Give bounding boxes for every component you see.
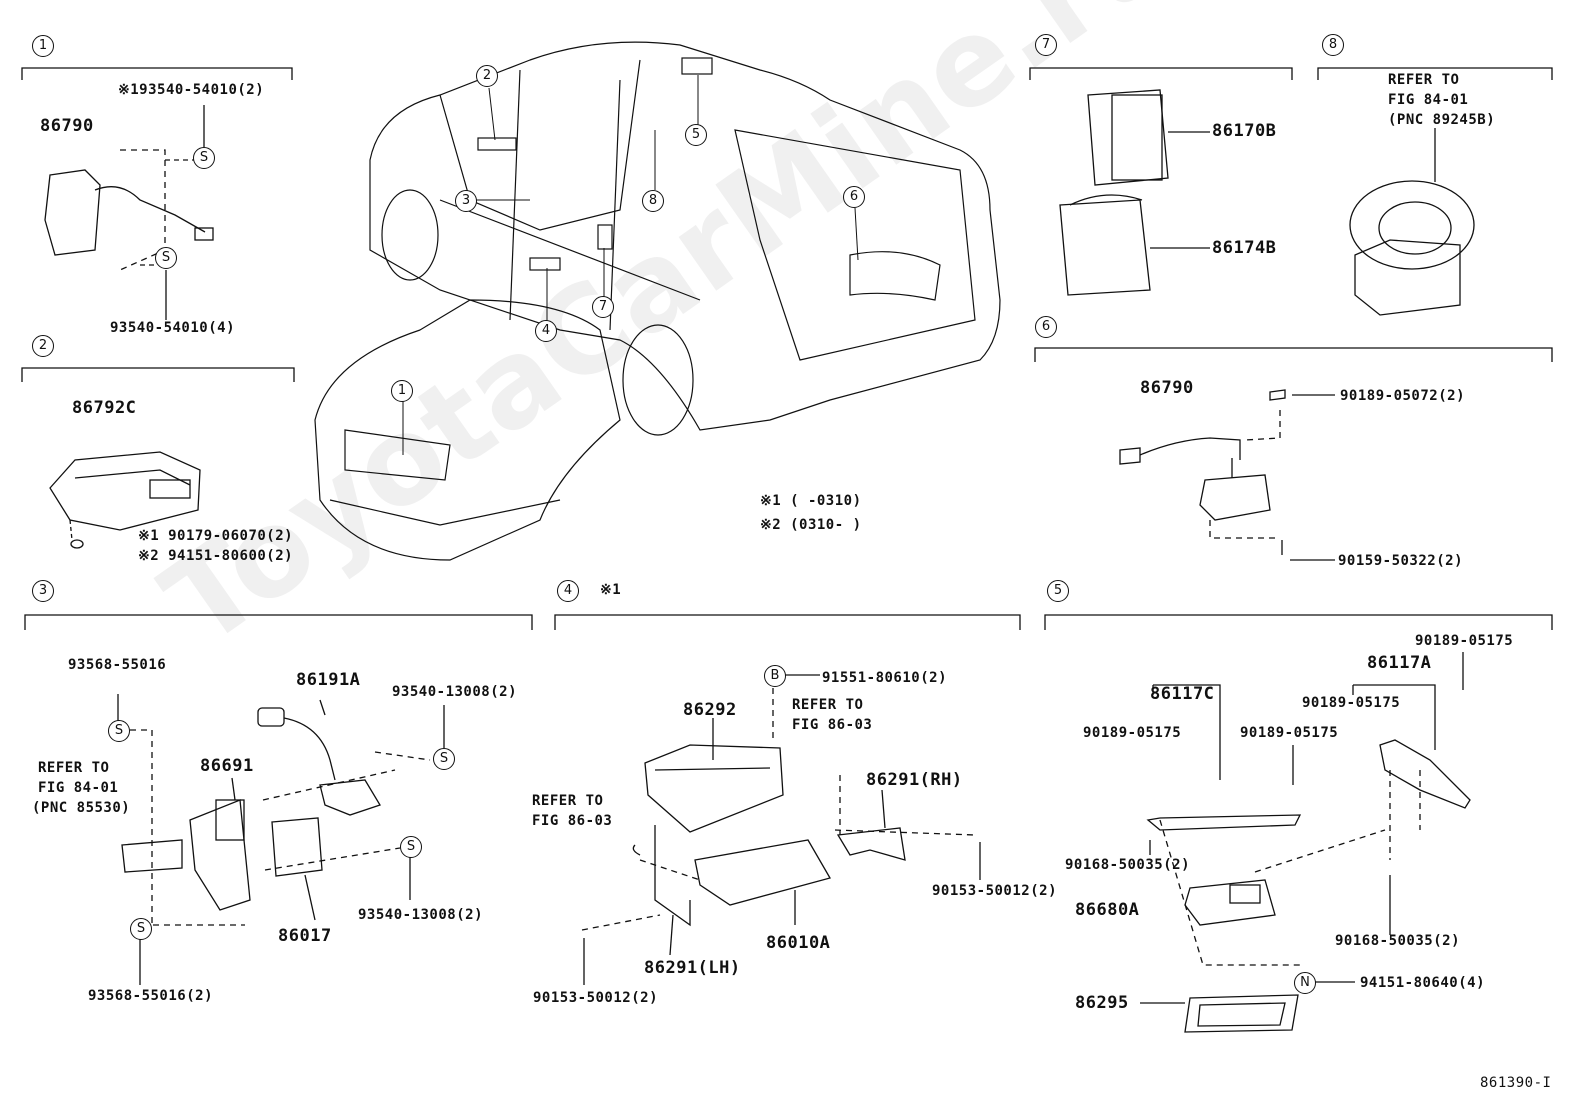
reference-text: REFER TO: [532, 793, 604, 809]
part-number: 86010A: [766, 933, 831, 953]
section-number: 1: [32, 35, 54, 57]
part-number: 90189-05175: [1240, 725, 1339, 741]
car-callout: 5: [685, 124, 707, 146]
diagram-id: 861390-I: [1480, 1075, 1552, 1091]
part-number: 86117A: [1367, 653, 1432, 673]
screw-marker: S: [130, 918, 152, 940]
part-number: 90189-05175: [1083, 725, 1182, 741]
part-number: 90189-05175: [1302, 695, 1401, 711]
reference-text: FIG 84-01: [38, 780, 119, 796]
part-number: 93540-54010(4): [110, 320, 236, 336]
part-number: 90159-50322(2): [1338, 553, 1464, 569]
section-number: 6: [1035, 316, 1057, 338]
screw-marker: S: [108, 720, 130, 742]
part-number: 90153-50012(2): [932, 883, 1058, 899]
car-callout: 4: [535, 320, 557, 342]
nut-marker: N: [1294, 972, 1316, 994]
part-number: 90168-50035(2): [1065, 857, 1191, 873]
part-number: 86291(LH): [644, 958, 741, 978]
part-number: 86017: [278, 926, 332, 946]
part-number: 90153-50012(2): [533, 990, 659, 1006]
note-line: ※2 (0310- ): [760, 517, 862, 533]
part-number: 86117C: [1150, 684, 1215, 704]
reference-text: REFER TO: [1388, 72, 1460, 88]
screw-marker: S: [155, 247, 177, 269]
reference-text: REFER TO: [792, 697, 864, 713]
reference-text: REFER TO: [38, 760, 110, 776]
part-number: 90189-05175: [1415, 633, 1514, 649]
reference-text: FIG 86-03: [532, 813, 613, 829]
screw-marker: S: [433, 748, 455, 770]
part-number: 86680A: [1075, 900, 1140, 920]
part-number: 86792C: [72, 398, 137, 418]
car-callout: 6: [843, 186, 865, 208]
part-number: ※193540-54010(2): [118, 82, 265, 98]
part-number: 94151-80640(4): [1360, 975, 1486, 991]
part-number: ※1 90179-06070(2): [138, 528, 294, 544]
car-callout: 2: [476, 65, 498, 87]
part-number: 91551-80610(2): [822, 670, 948, 686]
car-callout: 1: [391, 380, 413, 402]
section-number: 4: [557, 580, 579, 602]
part-number: 86790: [1140, 378, 1194, 398]
reference-text: FIG 84-01: [1388, 92, 1469, 108]
note-line: ※1 ( -0310): [760, 493, 862, 509]
part-number: 93540-13008(2): [392, 684, 518, 700]
part-number: ※2 94151-80600(2): [138, 548, 294, 564]
part-number: 86292: [683, 700, 737, 720]
part-number: 90189-05072(2): [1340, 388, 1466, 404]
part-number: 86295: [1075, 993, 1129, 1013]
section-number: 2: [32, 335, 54, 357]
part-number: 93540-13008(2): [358, 907, 484, 923]
part-number: 93568-55016: [68, 657, 167, 673]
part-number: 93568-55016(2): [88, 988, 214, 1004]
screw-marker: S: [400, 836, 422, 858]
part-number: 86691: [200, 756, 254, 776]
part-number: 86191A: [296, 670, 361, 690]
reference-text: (PNC 89245B): [1388, 112, 1496, 128]
bolt-marker: B: [764, 665, 786, 687]
part-number: 86174B: [1212, 238, 1277, 258]
reference-text: (PNC 85530): [32, 800, 131, 816]
section-flag: ※1: [600, 582, 622, 598]
section-number: 5: [1047, 580, 1069, 602]
car-callout: 3: [455, 190, 477, 212]
reference-text: FIG 86-03: [792, 717, 873, 733]
screw-marker: S: [193, 147, 215, 169]
car-callout: 7: [592, 296, 614, 318]
part-number: 90168-50035(2): [1335, 933, 1461, 949]
part-number: 86790: [40, 116, 94, 136]
part-number: 86170B: [1212, 121, 1277, 141]
section-number: 3: [32, 580, 54, 602]
section-number: 8: [1322, 34, 1344, 56]
car-callout: 8: [642, 190, 664, 212]
part-number: 86291(RH): [866, 770, 963, 790]
section-number: 7: [1035, 34, 1057, 56]
